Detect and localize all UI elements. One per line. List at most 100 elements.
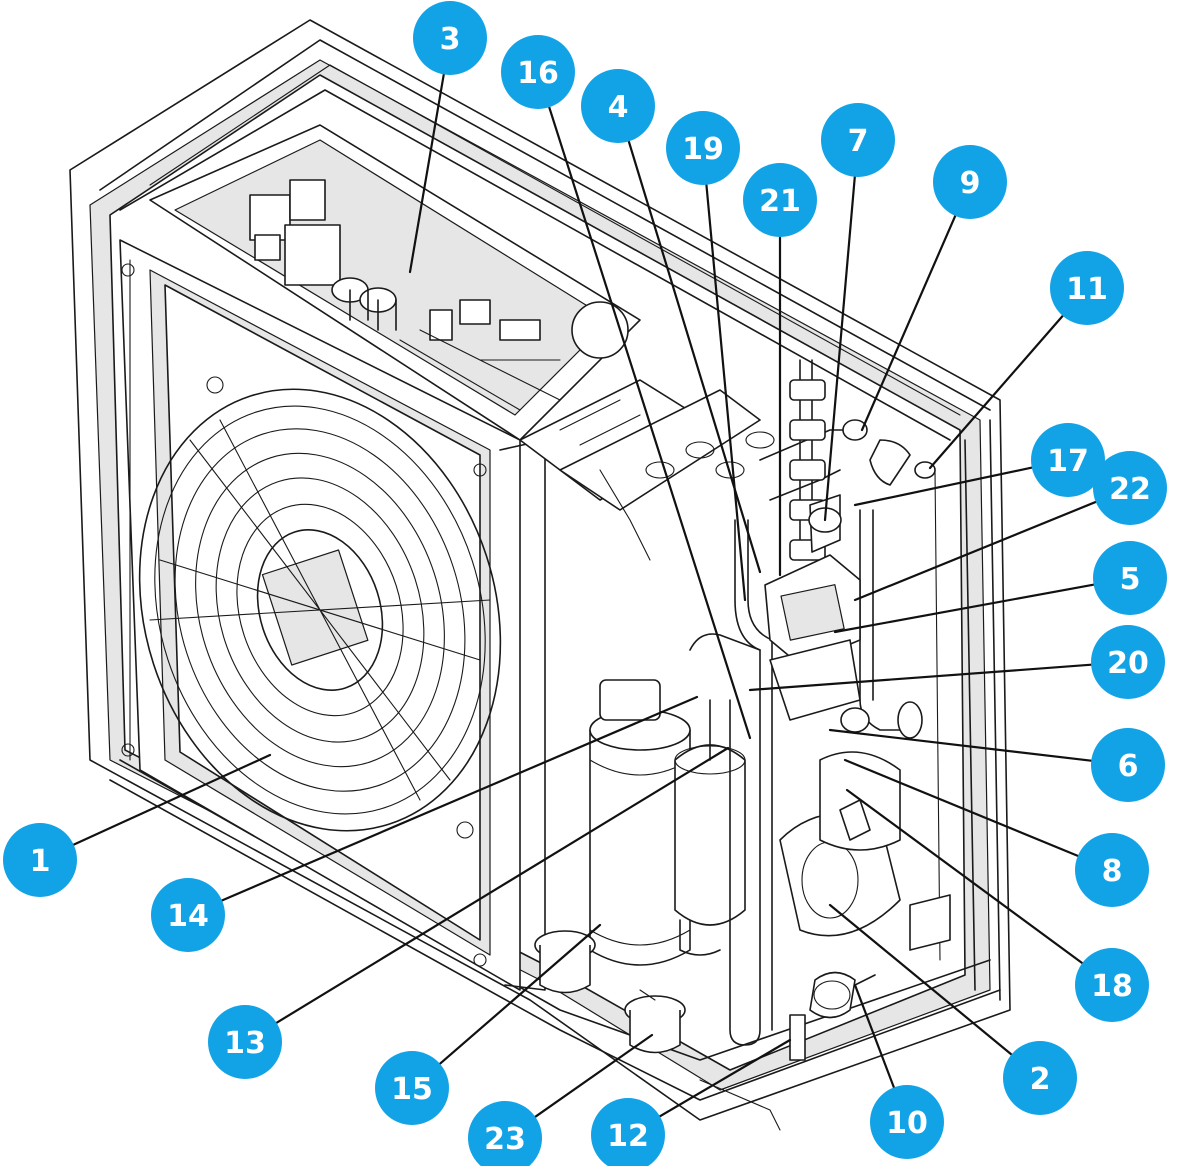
callout-15: 15 [375,1051,449,1125]
callout-label-4: 4 [608,90,629,125]
callout-label-5: 5 [1120,562,1141,597]
callout-label-8: 8 [1102,854,1123,889]
receiver-tank [674,699,746,956]
callout-label-15: 15 [391,1072,433,1107]
callout-12: 12 [591,1098,665,1166]
callout-22: 22 [1093,451,1167,525]
callout-circle-22 [1093,451,1167,525]
callout-8: 8 [1075,833,1149,907]
callout-label-12: 12 [607,1119,649,1154]
leader-line-13 [273,746,730,1025]
callout-circle-13 [208,1005,282,1079]
callout-7: 7 [821,103,895,177]
callout-circle-18 [1075,948,1149,1022]
callout-label-6: 6 [1118,749,1139,784]
callout-3: 3 [413,1,487,75]
callout-2: 2 [1003,1041,1077,1115]
callout-4: 4 [581,69,655,143]
callout-circle-8 [1075,833,1149,907]
callout-circle-7 [821,103,895,177]
callout-label-11: 11 [1066,272,1108,307]
callout-circle-12 [591,1098,665,1166]
leader-line-11 [928,313,1066,470]
leader-line-17 [853,466,1035,507]
callout-18: 18 [1075,948,1149,1022]
leader-line-9 [860,212,958,432]
callout-label-20: 20 [1107,646,1149,681]
callout-circle-20 [1091,625,1165,699]
callout-label-16: 16 [517,56,559,91]
leader-lines [70,71,1099,1120]
callout-circle-4 [581,69,655,143]
leader-line-1 [70,753,272,847]
callout-14: 14 [151,878,225,952]
callout-label-3: 3 [440,22,461,57]
callout-label-10: 10 [886,1106,928,1141]
callout-label-23: 23 [484,1122,526,1157]
leader-line-16 [547,104,752,740]
callout-label-7: 7 [848,124,869,159]
leader-line-23 [532,1033,654,1120]
control-board [149,124,775,561]
compressor [534,679,691,1054]
valve-and-pump [764,419,951,1061]
callout-circle-10 [870,1085,944,1159]
callout-1: 1 [3,823,77,897]
callout-circle-6 [1091,728,1165,802]
callout-circle-17 [1031,423,1105,497]
callout-label-14: 14 [167,899,209,934]
callout-circle-14 [151,878,225,952]
callout-23: 23 [468,1101,542,1166]
callout-21: 21 [743,163,817,237]
callout-circle-3 [413,1,487,75]
callout-5: 5 [1093,541,1167,615]
callout-label-9: 9 [960,166,981,201]
leader-line-8 [843,758,1081,858]
callout-label-19: 19 [682,132,724,167]
callout-circle-19 [666,111,740,185]
leader-line-7 [823,173,857,522]
callout-circle-15 [375,1051,449,1125]
leader-line-5 [833,583,1097,634]
callout-17: 17 [1031,423,1105,497]
callout-13: 13 [208,1005,282,1079]
leader-line-15 [437,923,602,1067]
callout-circle-2 [1003,1041,1077,1115]
fan-assembly [138,376,502,839]
callout-11: 11 [1050,251,1124,325]
callout-label-13: 13 [224,1026,266,1061]
callout-label-2: 2 [1030,1062,1051,1097]
callout-circle-11 [1050,251,1124,325]
callout-label-18: 18 [1091,969,1133,1004]
callout-label-1: 1 [30,844,51,879]
callout-circle-21 [743,163,817,237]
leader-line-19 [705,181,747,602]
callout-label-22: 22 [1109,472,1151,507]
callout-6: 6 [1091,728,1165,802]
callout-label-21: 21 [759,184,801,219]
callout-label-17: 17 [1047,444,1089,479]
leader-line-10 [853,983,896,1091]
callout-9: 9 [933,145,1007,219]
leader-line-2 [828,903,1015,1057]
callout-circle-5 [1093,541,1167,615]
callout-16: 16 [501,35,575,109]
leader-line-18 [845,788,1085,966]
callout-20: 20 [1091,625,1165,699]
callout-circle-23 [468,1101,542,1166]
callout-circle-9 [933,145,1007,219]
callout-10: 10 [870,1085,944,1159]
leader-line-14 [219,695,699,903]
callout-19: 19 [666,111,740,185]
callout-circle-1 [3,823,77,897]
leader-line-6 [828,728,1095,763]
leader-line-20 [748,663,1095,692]
leader-line-12 [657,1038,792,1119]
leader-line-22 [853,500,1099,602]
leader-line-4 [627,138,762,574]
leader-line-3 [408,71,446,274]
callout-circle-16 [501,35,575,109]
